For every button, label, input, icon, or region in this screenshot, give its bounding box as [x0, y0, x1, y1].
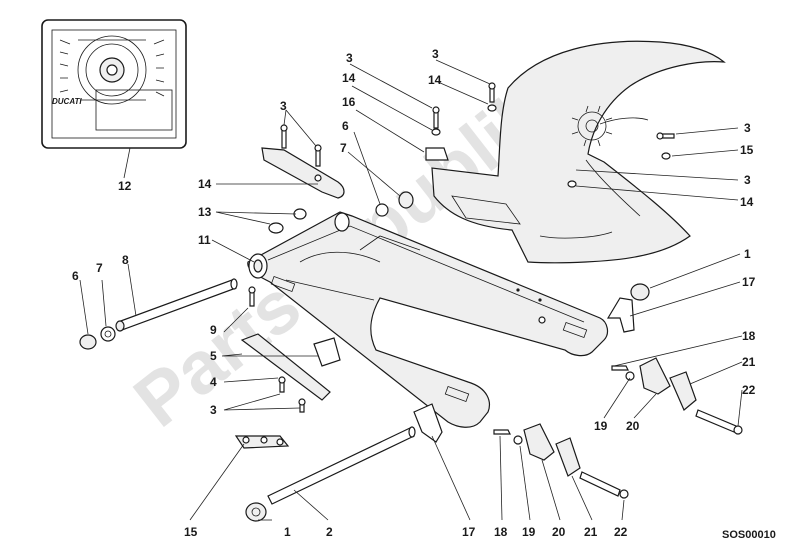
sprocket-cover-drawing: DUCATI — [51, 29, 177, 139]
rear-mudguard — [431, 40, 726, 264]
callout-16: 16 — [342, 95, 356, 109]
inset-logo-text: DUCATI — [52, 97, 82, 106]
callout-2: 2 — [326, 525, 333, 539]
callout-1: 1 — [744, 247, 751, 261]
callout-19: 19 — [594, 419, 608, 433]
callout-17: 17 — [462, 525, 476, 539]
callout-17: 17 — [742, 275, 756, 289]
drawing-code: SOS00010 — [722, 529, 776, 541]
callout-13: 14 — [198, 177, 212, 191]
callout-21: 21 — [584, 525, 598, 539]
pivot-shaft — [115, 278, 238, 332]
callout-14: 14 — [740, 195, 754, 209]
callout-3: 3 — [280, 99, 287, 113]
callout-10: 11 — [198, 233, 211, 247]
callout-21: 21 — [742, 355, 756, 369]
fasteners-and-spacers — [248, 82, 675, 413]
callout-19: 19 — [522, 525, 536, 539]
rear-axle — [245, 426, 416, 522]
callout-20: 20 — [552, 525, 566, 539]
chain-adjuster-right — [606, 297, 743, 435]
callout-12: 13 — [198, 205, 212, 219]
leader-lines — [79, 59, 743, 521]
callout-18: 18 — [494, 525, 508, 539]
callout-3: 3 — [744, 173, 751, 187]
pivot-cap — [79, 326, 116, 350]
callout-labels: 12 14 3 13 11 6 7 6 7 8 9 5 4 3 15 1 2 3… — [72, 47, 756, 539]
callout-15: 15 — [184, 525, 198, 539]
callout-3: 3 — [346, 51, 353, 65]
callout-18: 18 — [742, 329, 756, 343]
callout-9: 9 — [210, 323, 217, 337]
callout-3: 3 — [210, 403, 217, 417]
callout-5: 5 — [210, 349, 217, 363]
callout-3: 3 — [744, 121, 751, 135]
callout-3: 3 — [432, 47, 439, 61]
callout-1: 1 — [284, 525, 291, 539]
swingarm — [247, 211, 609, 428]
callout-4: 4 — [210, 375, 217, 389]
callout-14: 14 — [342, 71, 356, 85]
callout-8: 8 — [122, 253, 129, 267]
callout-14: 14 — [428, 73, 442, 87]
callout-22: 22 — [742, 383, 756, 397]
callout-7: 7 — [96, 261, 103, 275]
chain-guard-bracket — [261, 147, 345, 199]
callout-14: 15 — [740, 143, 754, 157]
chain-adjuster-left — [413, 403, 629, 499]
callout-7: 7 — [340, 141, 347, 155]
callout-6: 6 — [342, 119, 349, 133]
sprocket-cover-inset: DUCATI — [41, 19, 187, 149]
callout-11: 12 — [118, 179, 132, 193]
chain-link — [234, 435, 290, 449]
callout-22: 22 — [614, 525, 628, 539]
callout-6: 6 — [72, 269, 79, 283]
callout-20: 20 — [626, 419, 640, 433]
chain-slider — [240, 333, 341, 401]
